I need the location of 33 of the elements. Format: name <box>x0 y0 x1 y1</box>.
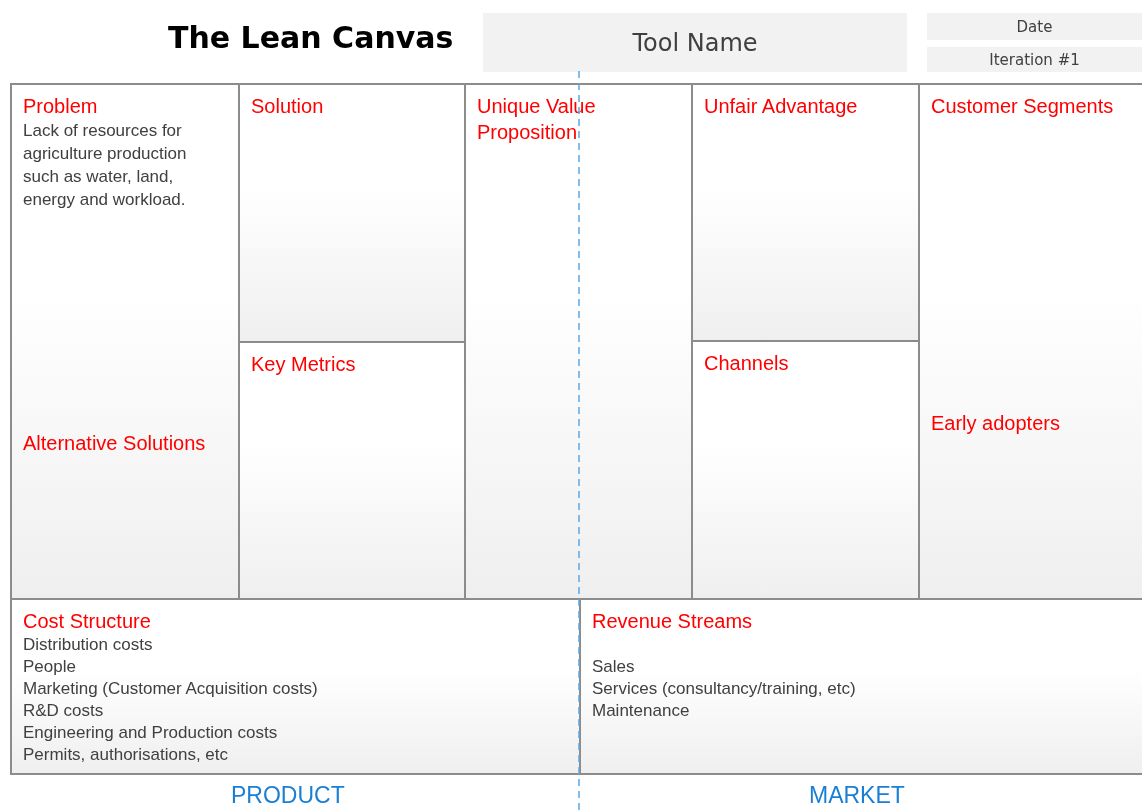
section-text: Marketing (Customer Acquisition costs) <box>23 678 319 700</box>
section-heading: Early adopters <box>931 411 1061 436</box>
side-label: MARKET <box>809 782 905 809</box>
canvas-title: The Lean Canvas <box>168 20 454 55</box>
section-heading: Unfair Advantage <box>704 94 859 119</box>
section-heading: Key Metrics <box>251 352 357 377</box>
section-heading: Solution <box>251 94 325 119</box>
canvas-section <box>691 83 920 342</box>
iteration-field: Iteration #1 <box>927 47 1142 72</box>
section-heading: Alternative Solutions <box>23 431 207 456</box>
section-heading: Channels <box>704 351 790 376</box>
section-text: People <box>23 656 77 678</box>
section-text: R&D costs <box>23 700 105 722</box>
section-heading: Revenue Streams <box>592 609 754 634</box>
section-heading: Customer Segments <box>931 94 1115 119</box>
canvas-section <box>10 83 240 600</box>
canvas-section <box>10 598 581 775</box>
section-text: Permits, authorisations, etc <box>23 744 230 766</box>
section-text: Distribution costs <box>23 634 154 656</box>
date-field: Date <box>927 13 1142 40</box>
section-text: Engineering and Production costs <box>23 722 279 744</box>
side-label: PRODUCT <box>231 782 345 809</box>
section-text: Sales <box>592 656 636 678</box>
section-text: Services (consultancy/training, etc) <box>592 678 857 700</box>
section-text: Lack of resources for agriculture production such as water, land, energy and workload. <box>23 120 188 211</box>
section-heading: Problem <box>23 94 99 119</box>
canvas-section <box>464 83 693 600</box>
section-heading: Unique Value Proposition <box>477 94 597 145</box>
section-text: Maintenance <box>592 700 691 722</box>
canvas-section <box>238 83 466 343</box>
canvas-section <box>918 83 1142 600</box>
tool-name-field: Tool Name <box>483 13 907 72</box>
section-heading: Cost Structure <box>23 609 152 634</box>
